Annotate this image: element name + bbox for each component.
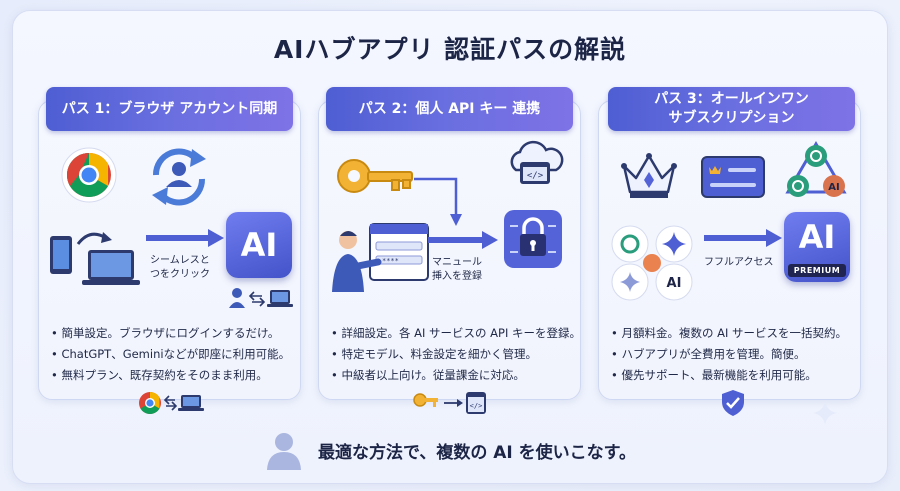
path-2-bullets: 詳細設定。各 AI サービスの API キーを登録。 特定モデル、料金設定を細か…: [331, 323, 581, 386]
path-1-arrow-label: シームレスと つをクリック: [150, 255, 210, 280]
path-3-arrow-label: フフルアクセス: [704, 257, 774, 268]
path-1-header: パス 1：ブラウザ アカウント同期: [46, 87, 293, 131]
svg-text:****: ****: [382, 257, 399, 265]
svg-text:</>: </>: [527, 171, 544, 181]
path-3-header: パス 3：オールインワン サブスクリプション: [608, 87, 855, 131]
chrome-icon: [61, 147, 117, 203]
path-2-arrow-label: マニュール 挿入を登録: [432, 257, 482, 282]
path-3-bullets: 月額料金。複数の AI サービスを一括契約。 ハブアプリが全費用を管理。簡便。 …: [611, 323, 856, 386]
footer: 最適な方法で、複数の AI を使いこなす。: [264, 430, 636, 470]
ai-hub-tile: AI: [226, 212, 292, 278]
shield-check-icon: [722, 390, 744, 416]
flow-arrow: [146, 229, 224, 247]
path-2-header: パス 2：個人 API キー 連携: [326, 87, 573, 131]
svg-text:</>: </>: [470, 402, 483, 410]
path-3-bullet: 優先サポート、最新機能を利用可能。: [611, 365, 856, 386]
ai-premium-tile: AI PREMIUM: [784, 212, 850, 282]
flow-arrow: [704, 229, 782, 247]
path-1-bullet: 無料プラン、既存契約をそのまま利用。: [51, 365, 296, 386]
path-1-bullets: 簡単設定。ブラウザにログインするだけ。 ChatGPT、Geminiなどが即座に…: [51, 323, 296, 386]
sparkle-icon: [813, 401, 837, 425]
ai-models-cluster-icon: AI: [785, 141, 847, 197]
key-to-code-icon: </>: [413, 392, 486, 414]
key-icon: [337, 159, 413, 193]
crown-icon: [621, 153, 677, 198]
credit-card-icon: [701, 156, 765, 198]
footer-message: 最適な方法で、複数の AI を使いこなす。: [318, 442, 636, 463]
path-2-bullet: 特定モデル、料金設定を細かく管理。: [331, 344, 576, 365]
path-3-bullet: ハブアプリが全費用を管理。簡便。: [611, 344, 856, 365]
flow-arrow: [428, 231, 498, 249]
user-icon: [267, 433, 301, 470]
premium-badge: PREMIUM: [788, 264, 846, 277]
cloud-code-icon: </>: [510, 140, 564, 184]
path-1-bullet: 簡単設定。ブラウザにログインするだけ。: [51, 323, 296, 344]
svg-text:AI: AI: [667, 276, 682, 291]
svg-text:AI: AI: [828, 182, 839, 193]
page-title: AIハブアプリ 認証パスの解説: [273, 35, 627, 64]
chrome-laptop-sync-icon: [139, 392, 204, 414]
secure-lock-icon: [504, 210, 562, 268]
user-laptop-sync-icon: [229, 288, 293, 308]
path-2-bullet: 中級者以上向け。従量課金に対応。: [331, 365, 576, 386]
person-entering-key-icon: ****: [332, 223, 429, 292]
path-2-bullet: 詳細設定。各 AI サービスの API キーを登録。: [331, 323, 581, 344]
connector-line: [414, 177, 462, 226]
path-3-bullet: 月額料金。複数の AI サービスを一括契約。: [611, 323, 856, 344]
account-sync-icon: [152, 148, 206, 206]
ai-model-logos-icon: AI: [611, 225, 693, 301]
devices-sync-icon: [50, 232, 140, 285]
path-1-bullet: ChatGPT、Geminiなどが即座に利用可能。: [51, 344, 296, 365]
